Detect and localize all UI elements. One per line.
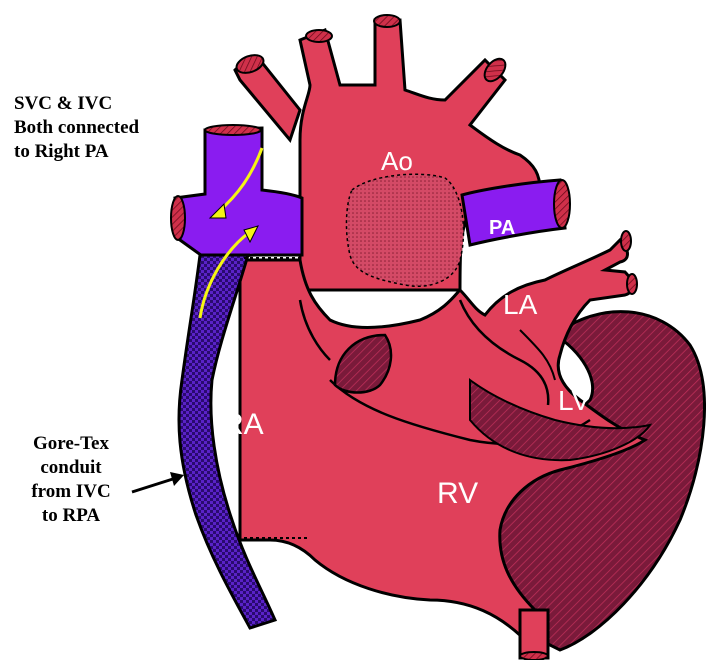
- pulmonary-artery-cut: [554, 180, 570, 228]
- inferior-vessel-cut: [520, 652, 548, 660]
- label-ao: Ao: [381, 146, 413, 176]
- svc-cut: [205, 125, 261, 135]
- annotation-conduit-line-3: from IVC: [12, 480, 130, 504]
- pulmonary-vein-cut-2: [627, 274, 637, 294]
- label-la: LA: [503, 289, 538, 320]
- pulmonary-vein-cut-1: [621, 231, 631, 251]
- annotation-svc-ivc-line-2: Both connected: [14, 116, 139, 140]
- aorta-branch-cut-2: [374, 15, 400, 27]
- annotation-conduit-line-2: conduit: [12, 456, 130, 480]
- aorta-branch-cut-1: [306, 30, 332, 42]
- label-lv: LV: [558, 385, 590, 416]
- label-rv: RV: [437, 477, 478, 510]
- inferior-vessel: [520, 610, 548, 658]
- annotation-svc-ivc-line-1: SVC & IVC: [14, 92, 139, 116]
- conduit-pointer-line: [132, 478, 176, 492]
- conduit-pointer-head: [170, 472, 184, 486]
- annotation-conduit-line-4: to RPA: [12, 504, 130, 528]
- label-pa: PA: [489, 217, 515, 239]
- annotation-svc-ivc: SVC & IVC Both connected to Right PA: [14, 92, 139, 164]
- aortic-root-dotted: [346, 174, 463, 286]
- right-pa-cut: [171, 196, 185, 240]
- annotation-conduit-line-1: Gore-Tex: [12, 432, 130, 456]
- annotation-svc-ivc-line-3: to Right PA: [14, 140, 139, 164]
- label-ra: RA: [222, 408, 264, 441]
- annotation-conduit: Gore-Tex conduit from IVC to RPA: [12, 432, 130, 528]
